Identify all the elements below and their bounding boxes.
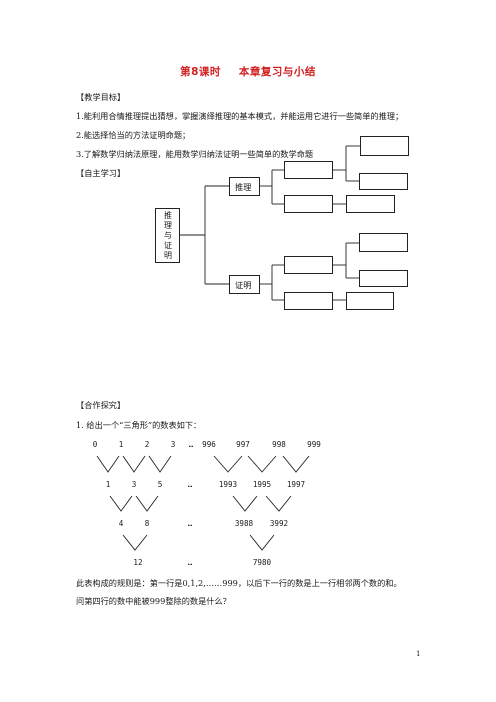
root-box: 推 理 与 证 明 xyxy=(155,208,180,263)
question-text: 问第四行的数中能被999整除的数是什么？ xyxy=(76,596,231,606)
root-char-3: 与 xyxy=(164,231,172,240)
triangle-number: 1993 xyxy=(218,480,238,489)
goal-item-2: 2.能选择恰当的方法证明命题； xyxy=(76,130,191,140)
blank-box[interactable] xyxy=(359,173,408,190)
blank-box[interactable] xyxy=(346,292,394,310)
blank-box[interactable] xyxy=(360,136,409,156)
triangle-number: 997 xyxy=(236,440,250,449)
root-char-1: 推 xyxy=(164,211,172,220)
triangle-number: 1995 xyxy=(252,480,272,489)
blank-box[interactable] xyxy=(284,195,333,213)
triangle-number: 3 xyxy=(170,440,176,449)
blank-box[interactable] xyxy=(359,270,408,287)
blank-box[interactable] xyxy=(284,161,333,179)
blank-box[interactable] xyxy=(346,195,395,213)
branch-proof-box: 证明 xyxy=(229,275,260,294)
explore-heading: 【合作探究】 xyxy=(76,400,126,410)
root-char-4: 证 xyxy=(164,241,172,250)
triangle-number: 3 xyxy=(131,480,137,489)
goals-heading: 【教学目标】 xyxy=(76,92,126,102)
triangle-number: 1 xyxy=(118,440,124,449)
triangle-number: 7980 xyxy=(252,558,272,567)
triangle-number: 0 xyxy=(92,440,98,449)
triangle-number: 12 xyxy=(133,558,143,567)
root-char-2: 理 xyxy=(164,221,172,230)
triangle-number: 996 xyxy=(202,440,216,449)
triangle-number: 5 xyxy=(157,480,163,489)
lesson-title: 第8课时 本章复习与小结 xyxy=(0,64,496,79)
branch-reasoning-box: 推理 xyxy=(229,177,260,196)
triangle-number: 3988 xyxy=(234,519,254,528)
root-char-5: 明 xyxy=(164,251,172,260)
triangle-number: 8 xyxy=(144,519,150,528)
branch-reasoning-label: 推理 xyxy=(235,182,252,192)
triangle-number: 4 xyxy=(118,519,124,528)
triangle-number: 998 xyxy=(272,440,286,449)
question-intro: 1. 给出一个“三角形”的数表如下： xyxy=(76,420,202,430)
blank-box[interactable] xyxy=(284,292,333,310)
triangle-number: 1 xyxy=(105,480,111,489)
triangle-number: 3992 xyxy=(269,519,289,528)
triangle-number: 1997 xyxy=(286,480,306,489)
goal-item-1: 1.能利用合情推理提出猜想，掌握演绎推理的基本模式，并能运用它进行一些简单的推理… xyxy=(76,111,404,121)
blank-box[interactable] xyxy=(284,256,333,274)
page-number: 1 xyxy=(416,650,421,658)
triangle-ellipsis: … xyxy=(187,519,193,528)
triangle-number: 999 xyxy=(307,440,321,449)
triangle-ellipsis: … xyxy=(188,440,194,449)
triangle-ellipsis: … xyxy=(187,558,193,567)
triangle-number: 2 xyxy=(144,440,150,449)
lesson-number: 第8课时 xyxy=(180,66,221,78)
goal-item-3: 3.了解数学归纳法原理，能用数学归纳法证明一些简单的数学命题 xyxy=(76,149,314,159)
rule-text: 此表构成的规则是：第一行是0,1,2,……999，以后下一行的数是上一行相邻两个… xyxy=(76,578,402,588)
self-study-heading: 【自主学习】 xyxy=(76,168,126,178)
blank-box[interactable] xyxy=(359,233,408,252)
lesson-topic: 本章复习与小结 xyxy=(238,66,316,78)
triangle-ellipsis: … xyxy=(187,480,193,489)
branch-proof-label: 证明 xyxy=(235,280,252,290)
